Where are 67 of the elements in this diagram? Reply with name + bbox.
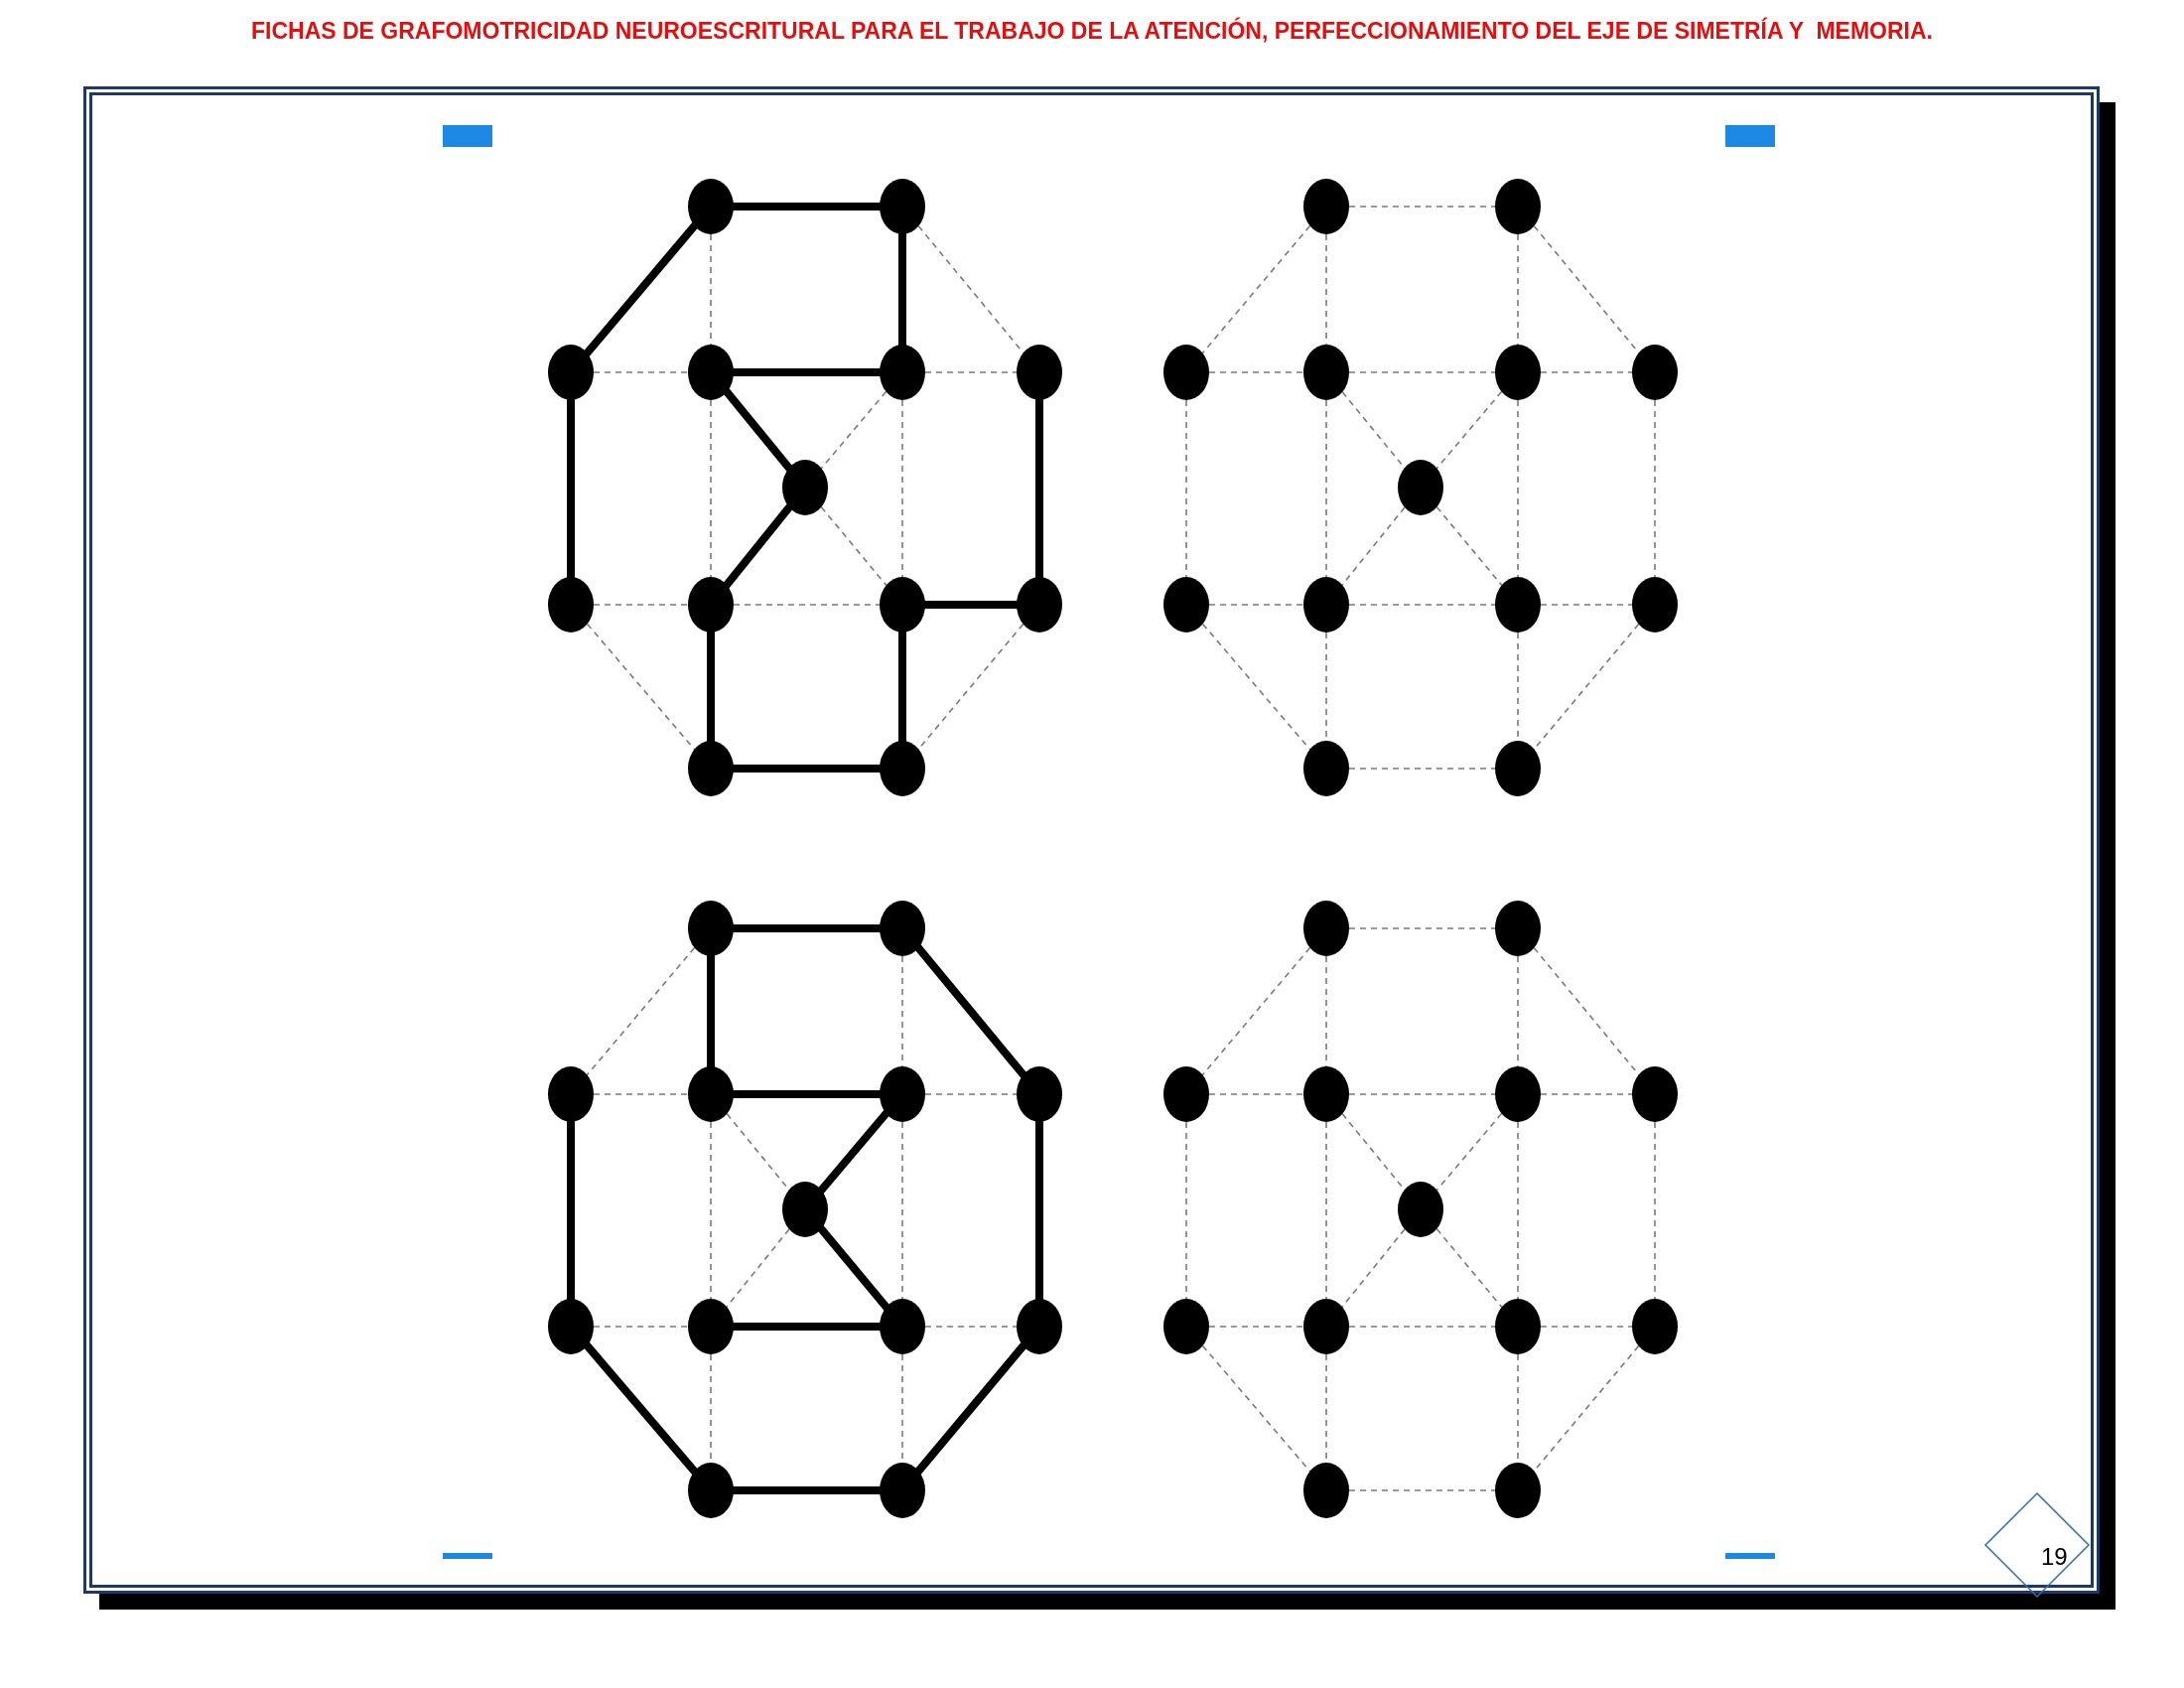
thick-line [583,221,699,357]
dashed-guide-line [1517,955,1519,1067]
dashed-guide-line [1348,927,1496,929]
dashed-guide-line [1435,390,1503,470]
dashed-guide-line [924,371,1018,373]
dashed-guide-line [726,1228,790,1308]
dashed-guide-line [1654,1121,1656,1300]
dashed-guide-line [1325,399,1327,578]
dashed-guide-line [901,1121,903,1300]
dashed-guide-line [733,604,881,606]
page-number: 19 [2041,1543,2068,1571]
dashed-guide-line [593,1093,689,1095]
dashed-guide-line [586,623,696,751]
dashed-guide-line [710,399,712,578]
title: FICHAS DE GRAFOMOTRICIDAD NEUROESCRITURAL PARA EL TRABAJO DE LA ATENCIÓN, PERFECCIONAMIENTO DEL EJE DE SIMETRÍA Y MEMORIA. [251,18,1933,45]
dashed-guide-line [1325,1121,1327,1300]
dashed-guide-line [1348,604,1496,606]
dashed-guide-line [586,946,696,1076]
dashed-guide-line [1348,371,1496,373]
thick-line [817,1109,890,1195]
dashed-guide-line [1435,1112,1503,1192]
dashed-guide-line [710,233,712,346]
dashed-guide-line [1348,206,1496,208]
dashed-guide-line [710,1121,712,1300]
dashed-guide-line [1341,506,1406,586]
dashed-guide-line [1325,233,1327,346]
dashed-guide-line [1208,1093,1304,1095]
dashed-guide-line [593,1326,689,1328]
thick-line [723,503,793,589]
dashed-guide-line [1517,233,1519,346]
dashed-guide-line [820,390,887,470]
dashed-guide-line [1348,768,1496,770]
dashed-guide-line [820,505,887,587]
dashed-guide-line [1185,1121,1187,1300]
thick-line [817,1224,890,1312]
dashed-guide-line [1348,1489,1496,1491]
dashed-guide-line [1201,224,1311,354]
thick-line [583,1341,699,1476]
dashed-guide-line [1517,399,1519,578]
dashed-guide-line [1201,623,1311,751]
dashed-guide-line [593,371,689,373]
dashed-guide-line [1348,1326,1496,1328]
dashed-guide-line [1325,955,1327,1067]
dashed-guide-line [924,1326,1018,1328]
dashed-guide-line [1435,505,1503,587]
dashed-guide-line [1435,1227,1503,1309]
dashed-guide-line [1654,399,1656,578]
dashed-guide-line [901,399,903,578]
dashed-guide-line [924,1093,1018,1095]
dashed-guide-line [1341,1228,1406,1308]
dashed-guide-line [1208,371,1304,373]
dashed-guide-line [1540,1093,1633,1095]
thick-line [723,387,793,473]
dashed-guide-line [1208,604,1304,606]
dashed-guide-line [1540,1326,1633,1328]
dashed-guide-line [1540,371,1633,373]
dashed-guide-line [1540,604,1633,606]
thick-line [914,1341,1027,1476]
dashed-guide-line [593,604,689,606]
dashed-guide-line [1208,1326,1304,1328]
dashed-guide-line [1348,1093,1496,1095]
thick-line [914,943,1027,1079]
dashed-guide-line [1185,399,1187,578]
dashed-guide-line [1517,1121,1519,1300]
dashed-guide-line [901,955,903,1067]
dashed-guide-line [1201,946,1311,1076]
dashed-guide-line [1201,1344,1311,1473]
